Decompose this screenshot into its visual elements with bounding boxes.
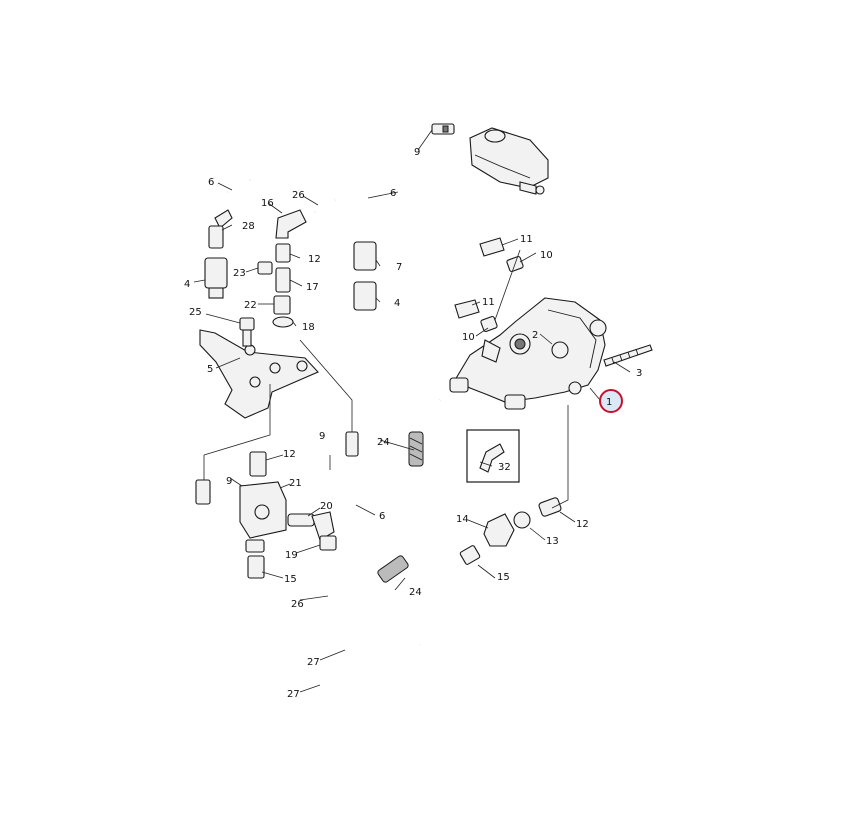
pump-housing xyxy=(449,297,607,410)
part-labels: 1 2 3 4 4 5 6 6 6 7 9 9 9 10 10 11 11 12… xyxy=(184,147,642,700)
callout-9-left[interactable]: 9 xyxy=(226,476,232,487)
callout-25[interactable]: 25 xyxy=(189,307,202,318)
callout-16[interactable]: 16 xyxy=(261,198,274,209)
callout-6-top-left[interactable]: 6 xyxy=(208,177,214,188)
callout-26-lower[interactable]: 26 xyxy=(291,599,304,610)
callout-19[interactable]: 19 xyxy=(285,550,298,561)
reservoir xyxy=(469,127,549,195)
callout-4-left[interactable]: 4 xyxy=(184,279,190,290)
bracket-5 xyxy=(199,329,319,419)
callout-6-middle[interactable]: 6 xyxy=(379,511,385,522)
callout-9-middle[interactable]: 9 xyxy=(319,431,325,442)
callout-6-top[interactable]: 6 xyxy=(390,188,396,199)
callout-32[interactable]: 32 xyxy=(498,462,511,473)
callout-15-left[interactable]: 15 xyxy=(284,574,297,585)
callout-27-upper[interactable]: 27 xyxy=(307,657,320,668)
callout-12-right[interactable]: 12 xyxy=(576,519,589,530)
fittings xyxy=(195,123,562,579)
callout-11-lower[interactable]: 11 xyxy=(482,297,495,308)
callout-22[interactable]: 22 xyxy=(244,300,257,311)
callout-20[interactable]: 20 xyxy=(320,501,333,512)
callout-13[interactable]: 13 xyxy=(546,536,559,547)
callout-5[interactable]: 5 xyxy=(207,364,213,375)
callout-27-lower[interactable]: 27 xyxy=(287,689,300,700)
callout-24-lower[interactable]: 24 xyxy=(409,587,422,598)
hoses xyxy=(194,110,481,704)
callout-1[interactable]: 1 xyxy=(606,397,612,408)
braided-sleeve-24 xyxy=(377,431,424,583)
callout-15-right[interactable]: 15 xyxy=(497,572,510,583)
callout-7[interactable]: 7 xyxy=(396,262,402,273)
callout-12-middle[interactable]: 12 xyxy=(283,449,296,460)
callout-28[interactable]: 28 xyxy=(242,221,255,232)
callout-10-top[interactable]: 10 xyxy=(540,250,553,261)
callout-12-top[interactable]: 12 xyxy=(308,254,321,265)
callout-4-right[interactable]: 4 xyxy=(394,298,400,309)
callout-21[interactable]: 21 xyxy=(289,478,302,489)
callout-10-lower[interactable]: 10 xyxy=(462,332,475,343)
callout-2[interactable]: 2 xyxy=(532,330,538,341)
callout-17[interactable]: 17 xyxy=(306,282,319,293)
callout-14[interactable]: 14 xyxy=(456,514,469,525)
callout-23[interactable]: 23 xyxy=(233,268,246,279)
part-1-highlight-ring[interactable] xyxy=(599,389,623,413)
leader-lines xyxy=(193,129,631,693)
callout-9-top[interactable]: 9 xyxy=(414,147,420,158)
callout-26-top[interactable]: 26 xyxy=(292,190,305,201)
callout-24-upper[interactable]: 24 xyxy=(377,437,390,448)
callout-11-top[interactable]: 11 xyxy=(520,234,533,245)
callout-18[interactable]: 18 xyxy=(302,322,315,333)
stud-3 xyxy=(603,344,653,367)
callout-3[interactable]: 3 xyxy=(636,368,642,379)
